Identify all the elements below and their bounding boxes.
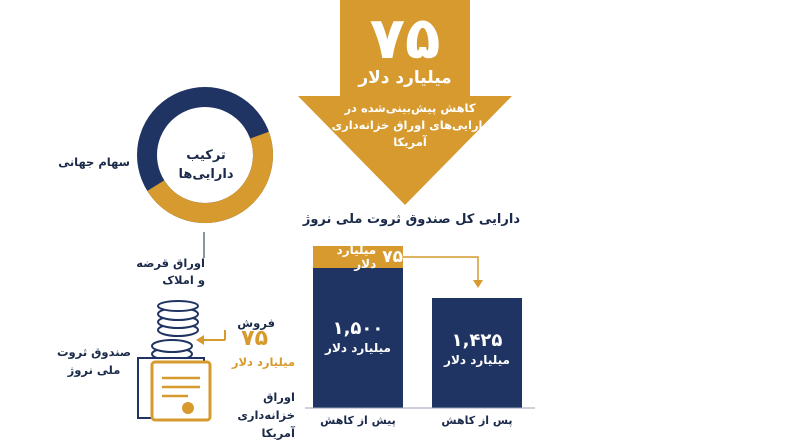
reduction-tag: ۷۵ میلیارد دلار (313, 243, 403, 271)
coins-certificate-icon (137, 300, 212, 422)
bar-after-reduction (432, 298, 522, 408)
bar-after-value: ۱,۴۲۵ (451, 330, 503, 351)
donut-label-bonds: اوراق قرضه و املاک (136, 256, 205, 287)
bar-after-label: ۱,۴۲۵ میلیارد دلار (432, 330, 522, 367)
sale-fund-label: صندوق ثروت ملی نروژ (56, 345, 132, 377)
asset-mix-donut (137, 87, 273, 223)
donut-center-label: ترکیب دارایی‌ها (178, 148, 234, 182)
reduction-tag-unit: میلیارد دلار (336, 243, 377, 271)
arrow-description: کاهش پیش‌بینی‌شده در دارایی‌های اوراق خز… (331, 101, 489, 149)
donut-label-equities: سهام جهانی (58, 155, 130, 169)
bar-before-reduction (313, 268, 403, 408)
sale-sell-word: فروش (237, 316, 275, 330)
chart-title: دارایی کل صندوق ثروت ملی نروژ (302, 212, 520, 227)
arrow-amount: ۷۵ (369, 4, 441, 72)
bar-after-unit: میلیارد دلار (444, 353, 510, 367)
reduction-tag-value: ۷۵ (382, 247, 403, 267)
bar-before-unit: میلیارد دلار (325, 341, 391, 355)
arrow-unit: میلیارد دلار (358, 68, 452, 88)
bar-before-label: ۱,۵۰۰ میلیارد دلار (313, 318, 403, 355)
reduction-arrow-shape (298, 0, 512, 205)
sale-asset-label: اوراق خزانه‌داری آمریکا (237, 390, 295, 440)
category-before: پیش از کاهش (320, 414, 396, 427)
sale-amount: ۷۵ (241, 326, 268, 351)
sale-amount-unit: میلیارد دلار (231, 355, 295, 369)
bar-before-value: ۱,۵۰۰ (332, 318, 384, 339)
category-after: پس از کاهش (441, 414, 513, 427)
